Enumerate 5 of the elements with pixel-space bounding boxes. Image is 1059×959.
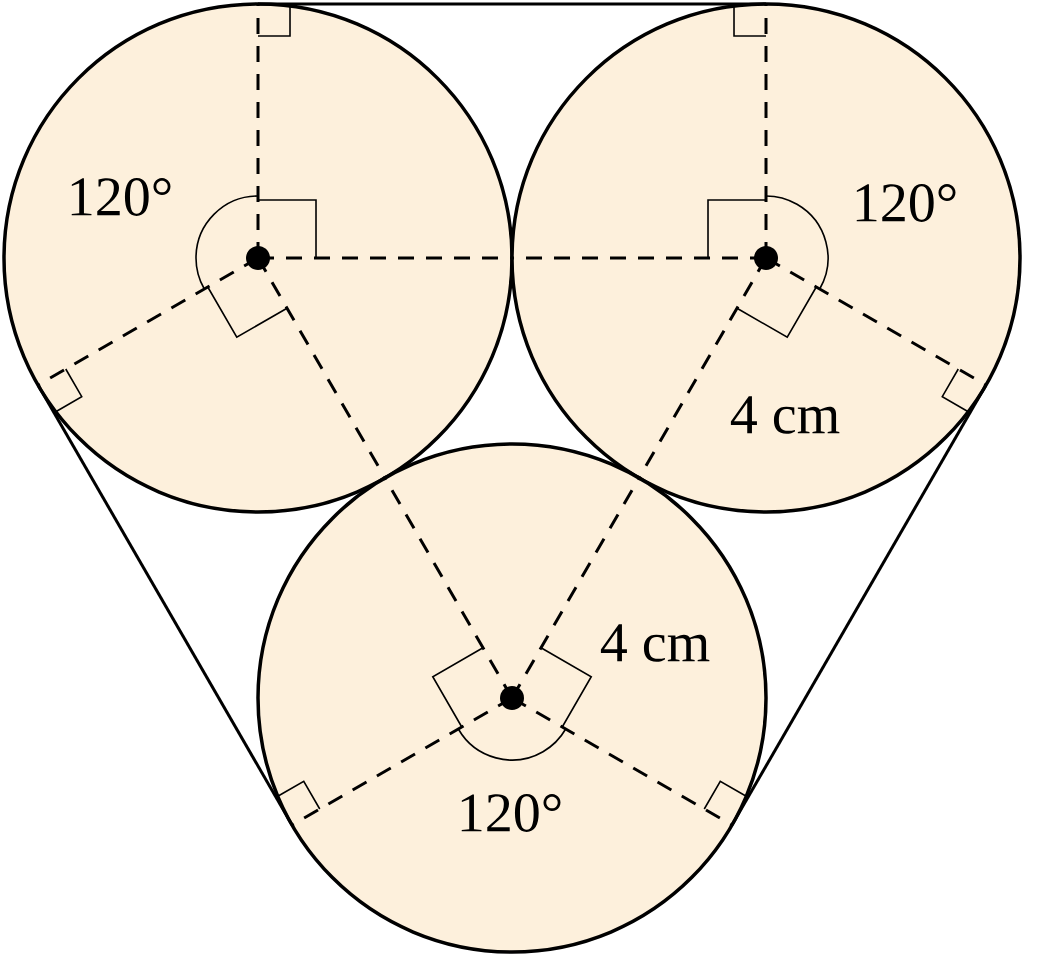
angle-label: 120° xyxy=(856,184,956,222)
angle-label: 120° xyxy=(461,794,561,832)
angle-label: 120° xyxy=(71,178,171,216)
length-label: 4 cm xyxy=(730,396,840,434)
length-label: 4 cm xyxy=(600,624,710,662)
